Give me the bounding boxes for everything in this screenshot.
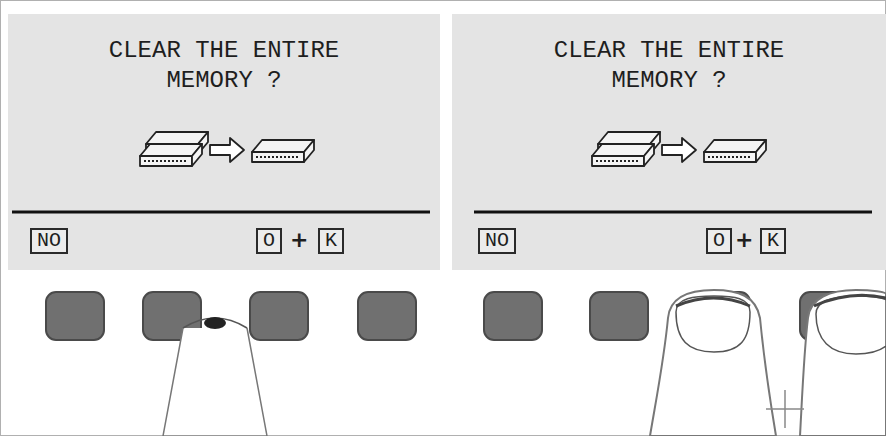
- key-text: NO: [485, 229, 509, 252]
- prompt-text: CLEAR THE ENTIRE MEMORY ?: [89, 36, 359, 96]
- plus-sign: +: [735, 229, 753, 251]
- softkey-label: O: [256, 228, 282, 254]
- lcd-screen: CLEAR THE ENTIRE MEMORY ? NO O K: [8, 14, 440, 270]
- prompt-text: CLEAR THE ENTIRE MEMORY ?: [534, 36, 804, 96]
- lcd-panel: [452, 14, 886, 270]
- softkey-label: NO: [478, 228, 516, 254]
- key-text: O: [263, 229, 275, 252]
- softkey-label: K: [760, 228, 786, 254]
- softkey-label: K: [318, 228, 344, 254]
- key-text: K: [325, 229, 337, 252]
- plus-sign: +: [290, 229, 308, 251]
- key-text: NO: [37, 229, 61, 252]
- softkey-label: O: [706, 228, 732, 254]
- softkey-label: NO: [30, 228, 68, 254]
- lcd-screen: CLEAR THE ENTIRE MEMORY ? NO O K: [452, 14, 886, 270]
- key-text: K: [767, 229, 779, 252]
- lcd-panel: [8, 14, 440, 270]
- key-text: O: [713, 229, 725, 252]
